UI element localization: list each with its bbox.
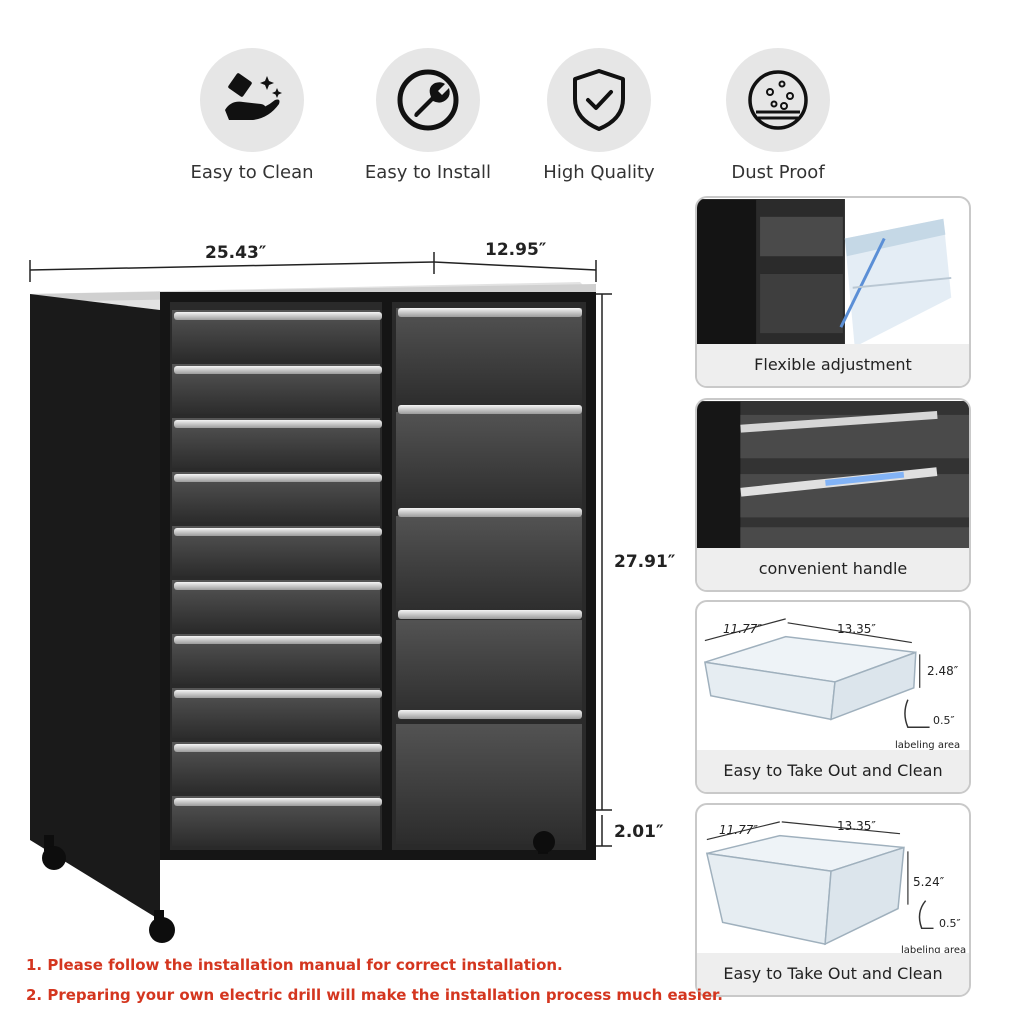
panel-convenient-handle: convenient handle: [695, 398, 971, 592]
deep-drawer-diagram: [705, 821, 934, 946]
label-height: 0.5″: [933, 714, 955, 727]
feature-dust-proof: Dust Proof: [698, 48, 858, 183]
feature-high-quality: High Quality: [519, 48, 679, 183]
panel-deep-drawer: 11.77″ 13.35″ 5.24″ 0.5″ labeling area E…: [695, 803, 971, 997]
left-drawer-column: [172, 310, 382, 846]
labeling-area: labeling area: [895, 740, 961, 751]
dimension-width: 25.43″: [205, 243, 267, 263]
cabinet-drawing: [29, 252, 612, 943]
dimension-height: 27.91″: [614, 552, 676, 572]
drawer-width: 11.77″: [719, 823, 758, 837]
drawer-length: 13.35″: [837, 819, 876, 833]
drawer-width: 11.77″: [723, 622, 762, 636]
feature-row: Easy to Clean Easy to Install High Quali…: [0, 0, 1024, 190]
feature-label: High Quality: [543, 162, 655, 183]
panel-shallow-drawer: 11.77″ 13.35″ 2.48″ 0.5″ labeling area E…: [695, 600, 971, 794]
panel-caption: Flexible adjustment: [697, 344, 969, 386]
installation-notes: 1. Please follow the installation manual…: [26, 950, 724, 1010]
label-height: 0.5″: [939, 917, 961, 930]
note-2: 2. Preparing your own electric drill wil…: [26, 986, 724, 1004]
drawer-length: 13.35″: [837, 622, 876, 636]
wrench-icon: [376, 48, 480, 152]
drawer-height: 2.48″: [927, 664, 959, 678]
labeling-area: labeling area: [901, 945, 967, 956]
flexible-adjustment-photo: [697, 199, 952, 347]
panel-caption: Easy to Take Out and Clean: [697, 750, 969, 792]
panel-flexible-adjustment: Flexible adjustment: [695, 196, 971, 388]
panel-caption: convenient handle: [697, 548, 969, 590]
feature-label: Dust Proof: [731, 162, 825, 183]
feature-easy-to-install: Easy to Install: [348, 48, 508, 183]
dust-proof-icon: [726, 48, 830, 152]
shield-check-icon: [547, 48, 651, 152]
dimension-wheel-height: 2.01″: [614, 822, 664, 842]
shallow-drawer-diagram: [703, 618, 930, 729]
convenient-handle-photo: [697, 401, 969, 551]
panel-caption: Easy to Take Out and Clean: [697, 953, 969, 995]
drawer-height: 5.24″: [913, 875, 945, 889]
caster-wheels: [42, 831, 555, 943]
feature-label: Easy to Clean: [190, 162, 314, 183]
cleaning-hand-icon: [200, 48, 304, 152]
feature-label: Easy to Install: [364, 162, 492, 183]
note-1: 1. Please follow the installation manual…: [26, 956, 563, 974]
feature-easy-to-clean: Easy to Clean: [172, 48, 332, 183]
right-drawer-column: [396, 308, 582, 844]
cabinet-illustration: 25.43″ 12.95″ 27.91″ 2.01″: [0, 230, 700, 950]
dimension-depth: 12.95″: [485, 240, 547, 260]
